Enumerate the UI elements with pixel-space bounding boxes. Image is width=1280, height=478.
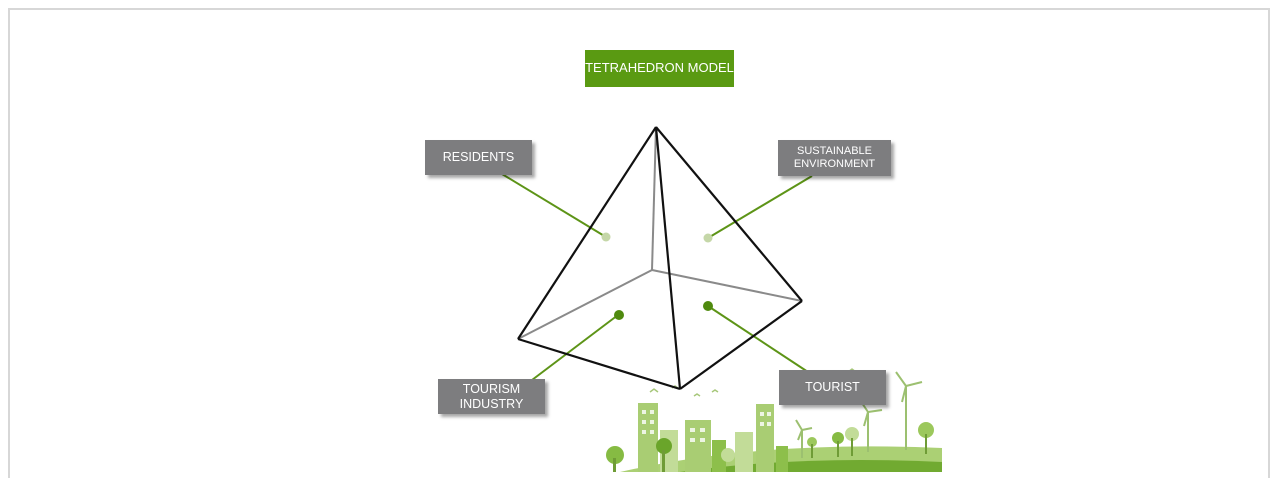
label-tourist: TOURIST — [779, 370, 886, 405]
connector-tourist — [707, 305, 809, 373]
diagram-frame — [8, 8, 1270, 478]
face-dot-tourist — [703, 301, 713, 311]
face-dot-tourism-industry — [614, 310, 624, 320]
tetrahedron-front-edges — [517, 126, 803, 391]
label-tourism-industry: TOURISM INDUSTRY — [438, 379, 545, 414]
tree-icon — [606, 422, 934, 472]
connector-tourism-industry — [531, 314, 619, 381]
diagram-title: TETRAHEDRON MODEL — [585, 50, 734, 87]
tetrahedron-hidden-edges — [517, 126, 803, 340]
face-dot-sustainable-environment — [703, 233, 713, 243]
building-windows — [642, 410, 771, 442]
connector-residents — [501, 173, 607, 238]
face-dot-residents — [601, 232, 611, 242]
connector-sustainable-environment — [707, 175, 813, 239]
label-residents: RESIDENTS — [425, 140, 532, 175]
label-sustainable-environment: SUSTAINABLE ENVIRONMENT — [778, 140, 891, 176]
